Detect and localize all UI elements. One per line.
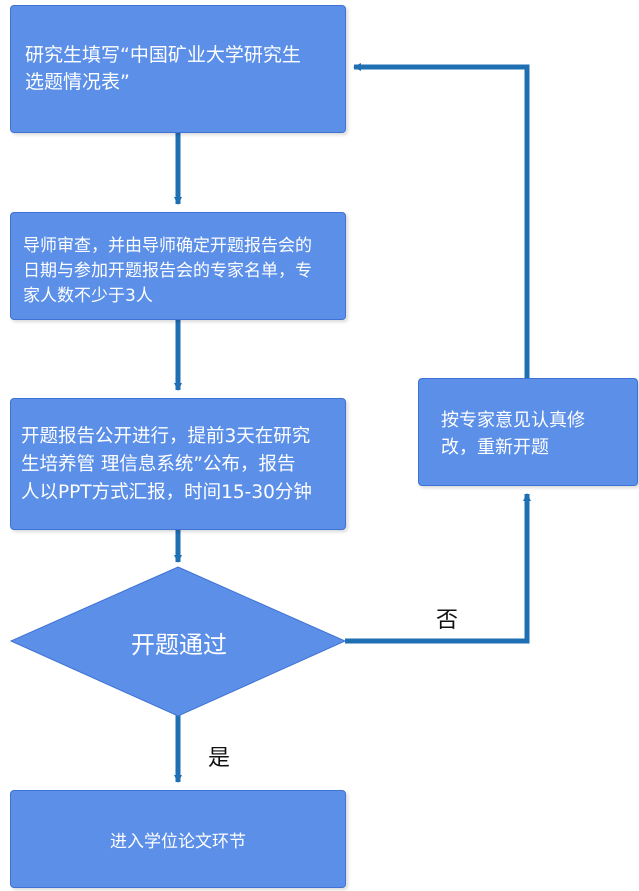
node-fill-form-line-2: 选题情况表” [25, 71, 130, 93]
node-advisor-review-line-3: 家人数不少于3人 [23, 286, 153, 306]
node-public-report-line-1: 开题报告公开进行，提前3天在研究 [21, 426, 311, 447]
decision-label: 开题通过 [131, 630, 227, 659]
node-fill-form-line-1: 研究生填写“中国矿业大学研究生 [25, 44, 301, 66]
node-public-report-line-2: 生培养管 理信息系统”公布，报告 [21, 454, 296, 475]
node-advisor-review: 导师审查，并由导师确定开题报告会的 日期与参加开题报告会的专家名单，专 家人数不… [10, 212, 346, 320]
node-revise-line-1: 按专家意见认真修 [441, 410, 585, 431]
node-revise: 按专家意见认真修 改，重新开题 [418, 378, 638, 486]
node-public-report-line-3: 人以PPT方式汇报，时间15-30分钟 [21, 482, 312, 503]
node-public-report: 开题报告公开进行，提前3天在研究 生培养管 理信息系统”公布，报告 人以PPT方… [10, 398, 346, 530]
edge-label-yes: 是 [208, 746, 231, 771]
edge-label-no: 否 [436, 608, 459, 633]
arrow-revise-to-fill [353, 63, 530, 378]
node-next-stage-label: 进入学位论文环节 [110, 831, 246, 852]
node-fill-form: 研究生填写“中国矿业大学研究生 选题情况表” [10, 5, 346, 133]
node-advisor-review-line-1: 导师审查，并由导师确定开题报告会的 [23, 236, 312, 256]
node-revise-line-2: 改，重新开题 [441, 437, 549, 458]
arrow-decision-to-revise [345, 493, 531, 644]
node-next-stage: 进入学位论文环节 [10, 790, 346, 888]
node-advisor-review-line-2: 日期与参加开题报告会的专家名单，专 [23, 261, 312, 281]
